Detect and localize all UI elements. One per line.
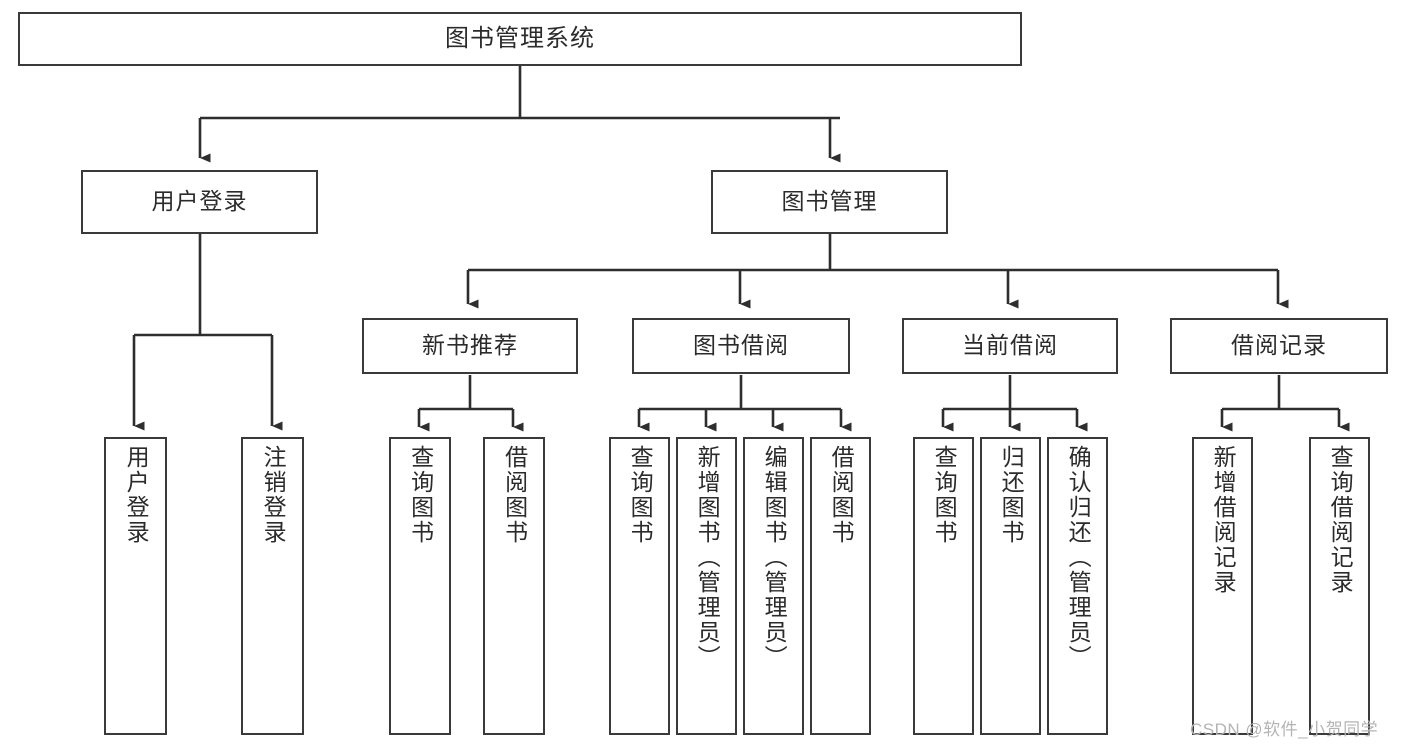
leaf-query-book-current[interactable]: 查询图书 [913,437,974,735]
node-book-borrow[interactable]: 图书借阅 [632,318,850,374]
leaf-add-book-admin[interactable]: 新增图书（管理员） [676,437,737,735]
leaf-borrow-book-recommend[interactable]: 借阅图书 [483,437,545,735]
node-book-management[interactable]: 图书管理 [711,170,948,234]
csdn-watermark: CSDN @软件_小贺同学 [1190,720,1379,739]
node-current-borrow[interactable]: 当前借阅 [902,318,1118,374]
leaf-query-borrow-record[interactable]: 查询借阅记录 [1309,437,1370,735]
leaf-query-book-recommend[interactable]: 查询图书 [389,437,451,735]
node-borrow-record[interactable]: 借阅记录 [1170,318,1388,374]
leaf-borrow-book[interactable]: 借阅图书 [810,437,871,735]
leaf-user-login[interactable]: 用户登录 [104,437,167,735]
leaf-return-book[interactable]: 归还图书 [980,437,1041,735]
leaf-confirm-return-admin[interactable]: 确认归还（管理员） [1047,437,1108,735]
node-user-login[interactable]: 用户登录 [81,170,318,234]
node-new-book-recommend[interactable]: 新书推荐 [362,318,578,374]
leaf-add-borrow-record[interactable]: 新增借阅记录 [1192,437,1253,735]
leaf-logout[interactable]: 注销登录 [241,437,304,735]
leaf-query-book-borrow[interactable]: 查询图书 [609,437,670,735]
node-root-system[interactable]: 图书管理系统 [18,12,1022,66]
leaf-edit-book-admin[interactable]: 编辑图书（管理员） [743,437,804,735]
